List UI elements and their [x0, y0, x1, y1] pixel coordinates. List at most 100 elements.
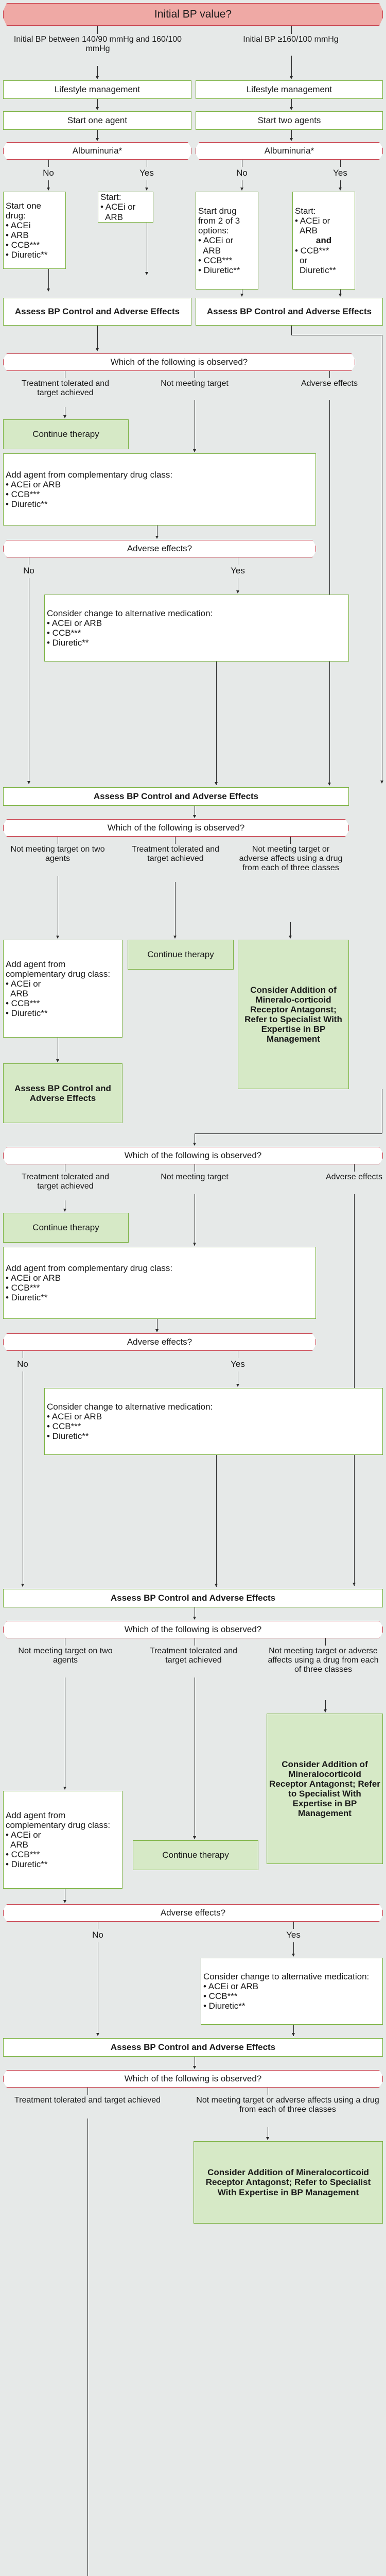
- decision-which-observed-2[interactable]: Which of the following is observed?: [3, 819, 349, 837]
- arrow-head: [96, 107, 99, 110]
- node-continue-therapy-2[interactable]: Continue therapy: [128, 940, 234, 970]
- decision-which-observed-5[interactable]: Which of the following is observed?: [3, 2070, 383, 2088]
- list-item: or: [300, 255, 308, 265]
- node-add-agent-4[interactable]: Add agent from complementary drug class:…: [3, 1791, 122, 1889]
- node-start-one-drug-list: • ACEi • ARB • CCB*** • Diuretic**: [6, 221, 63, 260]
- list-item: • Diuretic**: [6, 250, 48, 260]
- connector: [340, 160, 341, 167]
- node-continue-therapy-4-label: Continue therapy: [162, 1850, 229, 1860]
- arrow-head: [56, 936, 59, 939]
- branch-label-no: No: [17, 1359, 28, 1369]
- node-mineralocorticoid-2-label: Consider Addition of Mineralocorticoid R…: [269, 1759, 380, 1819]
- node-lifestyle-management-right[interactable]: Lifestyle management: [196, 80, 383, 99]
- decision-which-observed-3[interactable]: Which of the following is observed?: [3, 1147, 383, 1164]
- branch-label-yes: Yes: [231, 1359, 245, 1369]
- connector: [354, 1164, 355, 1172]
- node-assess-bp-2[interactable]: Assess BP Control and Adverse Effects: [3, 787, 349, 806]
- node-start-one-agent[interactable]: Start one agent: [3, 111, 191, 130]
- decision-adverse-effects-3[interactable]: Adverse effects?: [3, 1904, 383, 1922]
- list-item: ARB: [300, 226, 318, 236]
- list-item: • ARB: [6, 230, 29, 240]
- node-mineralocorticoid-1[interactable]: Consider Addition of Mineralo-corticoid …: [238, 940, 349, 1089]
- node-continue-therapy-1[interactable]: Continue therapy: [3, 419, 129, 449]
- decision-adverse-effects-2[interactable]: Adverse effects?: [3, 1333, 316, 1351]
- node-mineralocorticoid-3[interactable]: Consider Addition of Mineralocorticoid R…: [194, 2141, 383, 2224]
- node-start-acei-arb[interactable]: Start: • ACEi or ARB: [98, 192, 153, 223]
- connector: [216, 1455, 217, 1587]
- node-add-agent-1[interactable]: Add agent from complementary drug class:…: [3, 453, 316, 526]
- node-start-combo[interactable]: Start: • ACEi or ARB and • CCB*** or Diu…: [292, 192, 355, 290]
- connector: [175, 882, 176, 938]
- list-item: • CCB***: [203, 1991, 238, 2001]
- arrow-head: [292, 1954, 295, 1957]
- node-assess-bp-right[interactable]: Assess BP Control and Adverse Effects: [196, 298, 383, 326]
- list-item: • Diuretic**: [47, 638, 89, 648]
- connector: [325, 1700, 326, 1711]
- node-add-agent-2[interactable]: Add agent from complementary drug class:…: [3, 940, 122, 1038]
- connector: [216, 662, 217, 785]
- connector: [195, 1133, 382, 1134]
- arrow-head: [353, 1583, 356, 1586]
- arrow-head: [145, 272, 148, 275]
- arrow-head: [240, 188, 243, 191]
- connector: [291, 99, 292, 108]
- branch-label-yes: Yes: [286, 1930, 301, 1940]
- node-add-agent-1-list: • ACEi or ARB • CCB*** • Diuretic**: [6, 480, 313, 509]
- list-item: and: [315, 235, 332, 246]
- list-item: • ACEi or ARB: [6, 479, 61, 489]
- list-item: ARB: [10, 1840, 28, 1850]
- decision-which-observed-4[interactable]: Which of the following is observed?: [3, 1621, 383, 1638]
- list-item: ARB: [10, 989, 28, 998]
- arrow-head: [155, 536, 159, 539]
- node-assess-bp-5[interactable]: Assess BP Control and Adverse Effects: [3, 2038, 383, 2057]
- list-item: • Diuretic**: [203, 2001, 245, 2011]
- node-add-agent-3[interactable]: Add agent from complementary drug class:…: [3, 1247, 316, 1319]
- list-item: • ACEi or: [6, 978, 41, 989]
- arrow-head: [380, 781, 383, 784]
- arrow-head: [63, 1787, 66, 1790]
- node-start-two-agents[interactable]: Start two agents: [196, 111, 383, 130]
- node-start-one-drug[interactable]: Start one drug: • ACEi • ARB • CCB*** • …: [3, 192, 66, 269]
- arrow-head: [240, 294, 243, 297]
- list-item: • Diuretic**: [6, 1293, 48, 1303]
- decision-initial-bp-value[interactable]: Initial BP value?: [3, 3, 383, 26]
- node-consider-change-3[interactable]: Consider change to alternative medicatio…: [201, 1958, 383, 2025]
- arrow-head: [173, 936, 177, 939]
- list-item: • ACEi or ARB: [47, 618, 102, 628]
- outcome-label-not-meeting: Not meeting target: [161, 1173, 229, 1181]
- node-consider-change-2[interactable]: Consider change to alternative medicatio…: [44, 1388, 383, 1455]
- node-continue-therapy-4[interactable]: Continue therapy: [133, 1840, 258, 1870]
- outcome-label-tolerated: Treatment tolerated and target achieved: [131, 845, 220, 863]
- arrow-head: [290, 138, 293, 141]
- arrow-head: [63, 415, 66, 418]
- arrow-head: [193, 815, 196, 818]
- node-start-two-of-three[interactable]: Start drug from 2 of 3 options: • ACEi o…: [196, 192, 258, 290]
- node-add-agent-1-header: Add agent from complementary drug class:: [6, 469, 173, 480]
- branch-label-yes: Yes: [139, 168, 154, 178]
- connector: [48, 160, 49, 167]
- arrow-head: [96, 138, 99, 141]
- node-continue-therapy-3[interactable]: Continue therapy: [3, 1213, 129, 1243]
- outcome-label-tolerated: Treatment tolerated and target achieved: [14, 2096, 161, 2105]
- node-mineralocorticoid-2[interactable]: Consider Addition of Mineralocorticoid R…: [267, 1714, 383, 1864]
- arrow-head: [292, 2033, 295, 2036]
- node-add-agent-2-list: • ACEi or ARB • CCB*** • Diuretic**: [6, 979, 120, 1018]
- list-item: • ACEi or: [100, 202, 136, 212]
- list-item: • CCB***: [47, 628, 81, 638]
- decision-albuminuria-left[interactable]: Albuminuria*: [3, 142, 191, 160]
- decision-adverse-effects-1[interactable]: Adverse effects?: [3, 540, 316, 557]
- node-assess-bp-3[interactable]: Assess BP Control and Adverse Effects: [3, 1063, 122, 1123]
- node-lifestyle-management-left[interactable]: Lifestyle management: [3, 80, 191, 99]
- list-item: • Diuretic**: [47, 1431, 89, 1442]
- decision-albuminuria-right[interactable]: Albuminuria*: [196, 142, 383, 160]
- decision-which-observed-1[interactable]: Which of the following is observed?: [3, 353, 355, 371]
- node-assess-bp-left[interactable]: Assess BP Control and Adverse Effects: [3, 298, 191, 326]
- node-consider-change-1[interactable]: Consider change to alternative medicatio…: [44, 595, 349, 662]
- connector: [293, 1922, 294, 1929]
- decision-which-observed-5-label: Which of the following is observed?: [124, 2073, 262, 2083]
- list-item: • ACEi or ARB: [47, 1411, 102, 1421]
- connector: [325, 1638, 326, 1646]
- node-consider-change-1-list: • ACEi or ARB • CCB*** • Diuretic**: [47, 618, 346, 648]
- node-assess-bp-4[interactable]: Assess BP Control and Adverse Effects: [3, 1589, 383, 1607]
- outcome-label-adverse: Adverse effects: [301, 379, 358, 388]
